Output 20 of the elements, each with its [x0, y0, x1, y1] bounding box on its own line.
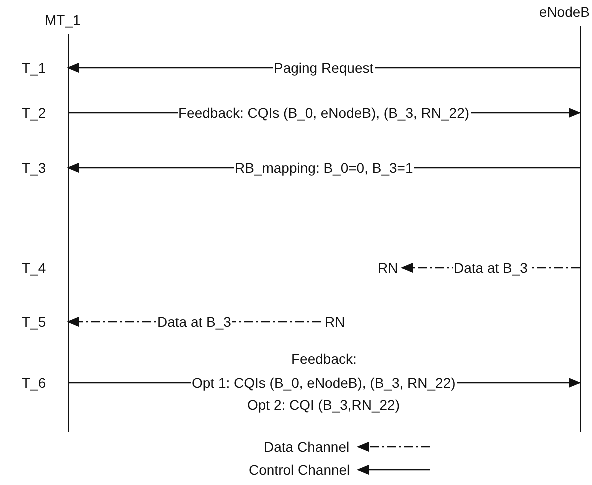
node-label: RN: [325, 314, 346, 330]
edge-label: Feedback: CQIs (B_0, eNodeB), (B_3, RN_22): [178, 105, 471, 121]
edge-label: Data at B_3: [453, 260, 529, 276]
edge-label: Opt 1: CQIs (B_0, eNodeB), (B_3, RN_22): [191, 375, 457, 391]
time-label: T_3: [22, 160, 46, 176]
time-label: T_6: [22, 375, 46, 391]
edge-label: Paging Request: [273, 60, 375, 76]
time-label: T_1: [22, 60, 46, 76]
edge-label: RB_mapping: B_0=0, B_3=1: [234, 160, 414, 176]
time-label: T_5: [22, 314, 46, 330]
node-label: RN: [378, 260, 398, 276]
time-label: T_4: [22, 260, 46, 276]
legend-label: Control Channel: [249, 462, 350, 478]
message-note: Opt 2: CQI (B_3,RN_22): [248, 397, 400, 413]
participant-label: eNodeB: [539, 4, 590, 20]
time-label: T_2: [22, 105, 46, 121]
message-note: Feedback:: [292, 351, 357, 367]
legend-label: Data Channel: [264, 439, 350, 455]
edge-label: Data at B_3: [156, 314, 232, 330]
participant-label: MT_1: [45, 12, 81, 28]
